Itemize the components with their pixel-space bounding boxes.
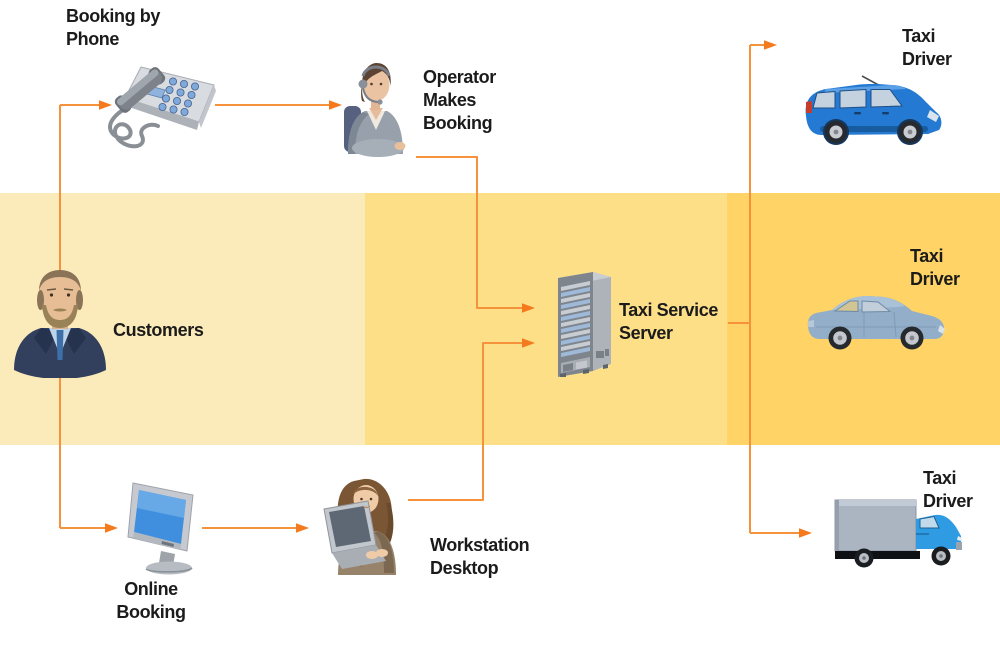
arrowhead-to-monitor — [105, 523, 118, 533]
desktop-monitor-icon — [126, 477, 208, 577]
arrowhead-to-operator — [329, 100, 342, 110]
arrowhead-operator-to-server — [522, 303, 535, 313]
connector-operator-to-server — [416, 156, 523, 309]
sedan-car-icon — [802, 291, 950, 353]
operator-headset-icon — [338, 56, 414, 158]
taxi-driver-middle-label: Taxi Driver — [910, 246, 960, 289]
arrowhead-workstation-to-server — [522, 338, 535, 348]
server-rack-icon — [553, 265, 615, 377]
customer-man-icon — [10, 258, 110, 378]
arrowhead-to-driver-bottom — [799, 528, 812, 538]
woman-laptop-icon — [316, 473, 416, 580]
arrowhead-to-driver-top — [764, 40, 777, 50]
customers-label: Customers — [113, 320, 204, 340]
telephone-icon — [100, 56, 225, 154]
taxi-service-server-label: Taxi Service Server — [619, 300, 718, 343]
online-booking-label: Online Booking — [116, 579, 186, 622]
box-truck-icon — [831, 492, 964, 570]
booking-by-phone-label: Booking by Phone — [66, 6, 160, 49]
operators-zone-band — [365, 193, 727, 445]
taxi-driver-top-label: Taxi Driver — [902, 26, 952, 69]
arrowhead-to-phone — [99, 100, 112, 110]
operator-makes-booking-label: Operator Makes Booking — [423, 67, 496, 133]
workstation-desktop-label: Workstation Desktop — [430, 535, 530, 578]
connector-workstation-to-server — [408, 342, 523, 501]
blue-hatchback-icon — [796, 74, 948, 152]
arrowhead-to-workstation — [296, 523, 309, 533]
taxi-driver-bottom-label: Taxi Driver — [923, 468, 973, 511]
